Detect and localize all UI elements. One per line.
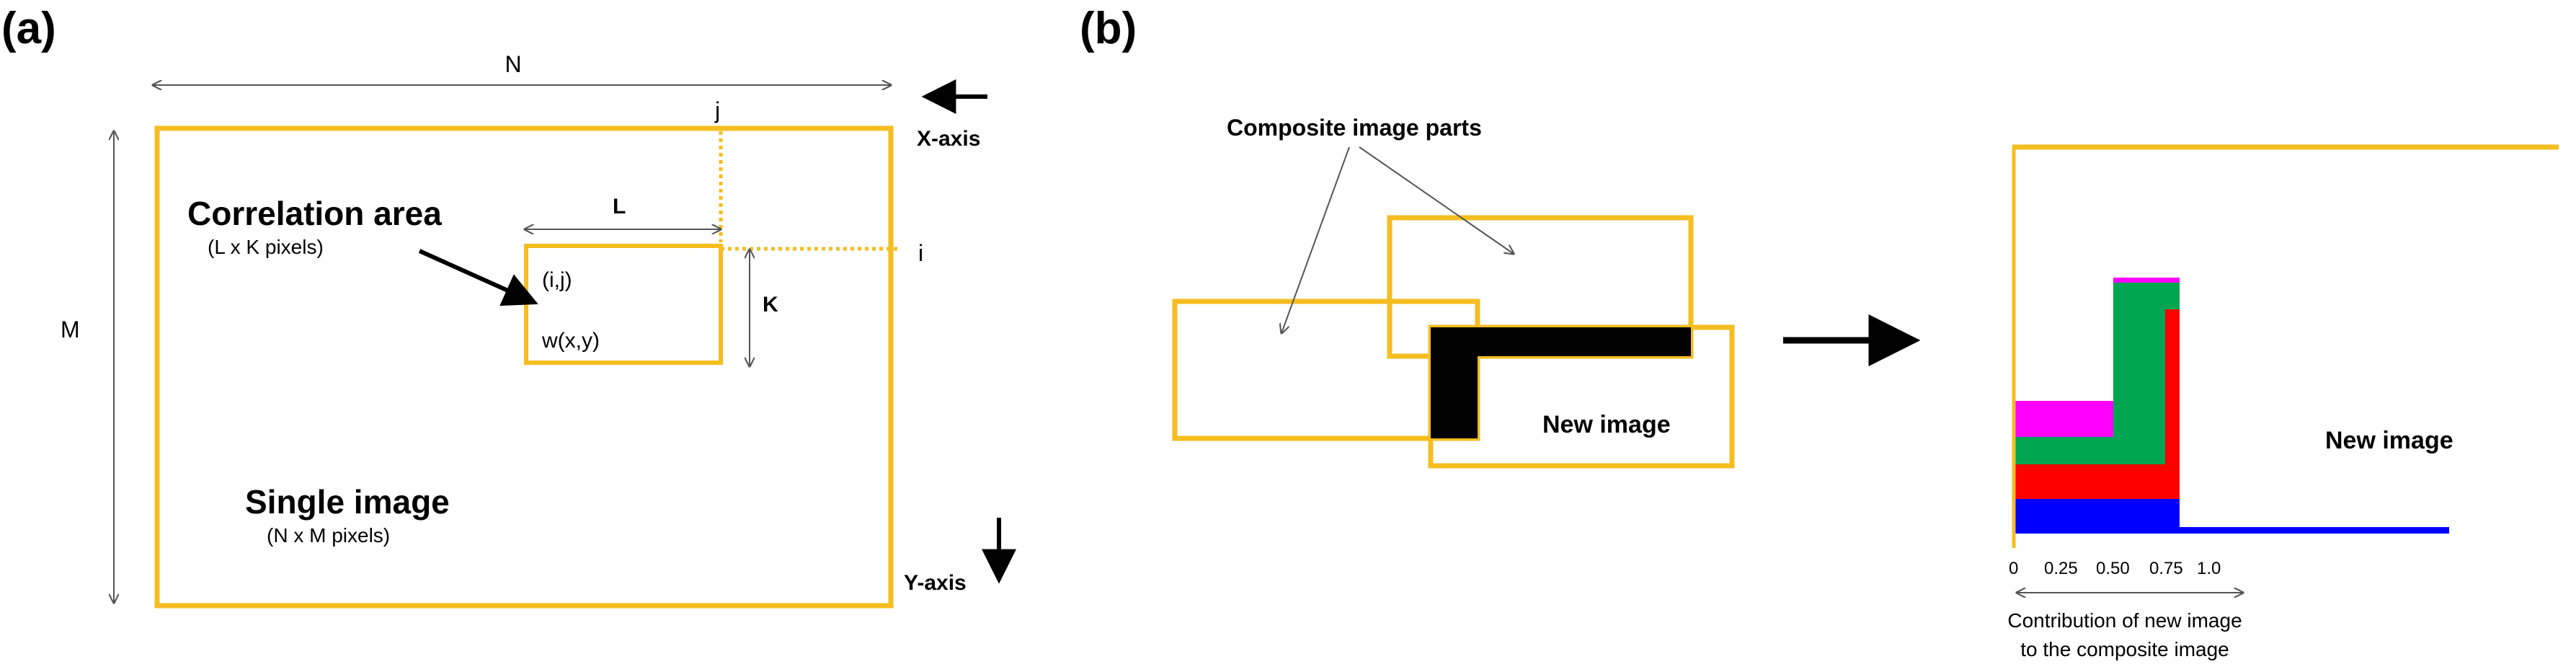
j-index-label: j: [714, 97, 720, 123]
composite-pointer-2: [1359, 146, 1514, 254]
n-dimension-label: N: [505, 51, 521, 77]
y-axis-label: Y-axis: [904, 571, 967, 595]
white-region: [2015, 148, 2113, 401]
tick-label: 1.0: [2197, 559, 2221, 578]
single-image-title: Single image: [245, 483, 450, 521]
correlation-area-subtitle: (L x K pixels): [208, 236, 324, 258]
w-xy-label: w(x,y): [541, 329, 600, 353]
ij-label: (i,j): [542, 268, 572, 292]
contribution-caption-line2: to the composite image: [2020, 638, 2229, 660]
x-axis-label: X-axis: [917, 127, 980, 151]
single-image-subtitle: (N x M pixels): [267, 524, 390, 547]
panel-b: (b) Composite image parts New image: [1080, 4, 2559, 660]
m-dimension-label: M: [61, 317, 80, 342]
i-index-label: i: [918, 240, 923, 266]
tick-label: 0.50: [2096, 559, 2130, 578]
white-region: [2180, 148, 2549, 527]
panel-a-label: (a): [1, 4, 56, 53]
single-image-frame: [154, 125, 894, 609]
tick-label: 0.25: [2044, 559, 2078, 578]
correlation-pointer-arrow: [418, 249, 538, 306]
panel-b-label: (b): [1080, 4, 1137, 53]
overlap-vertical: [1431, 327, 1478, 438]
contribution-caption-line1: Contribution of new image: [2007, 609, 2242, 632]
tick-label: 0.75: [2149, 559, 2183, 578]
l-dimension-label: L: [613, 195, 626, 218]
k-dimension-label: K: [763, 293, 778, 317]
tick-label: 0: [2009, 559, 2018, 578]
new-image-label-right: New image: [2325, 427, 2453, 454]
new-image-label-left: New image: [1542, 411, 1671, 438]
composite-parts-label: Composite image parts: [1227, 115, 1482, 141]
white-region: [2384, 148, 2413, 249]
panel-a: (a) N M j i L (i,j) w(x,y) K Correlation…: [1, 4, 1016, 609]
composite-pointer-1: [1282, 146, 1350, 333]
composite-result: [2012, 144, 2559, 548]
correlation-area-title: Correlation area: [187, 195, 442, 232]
